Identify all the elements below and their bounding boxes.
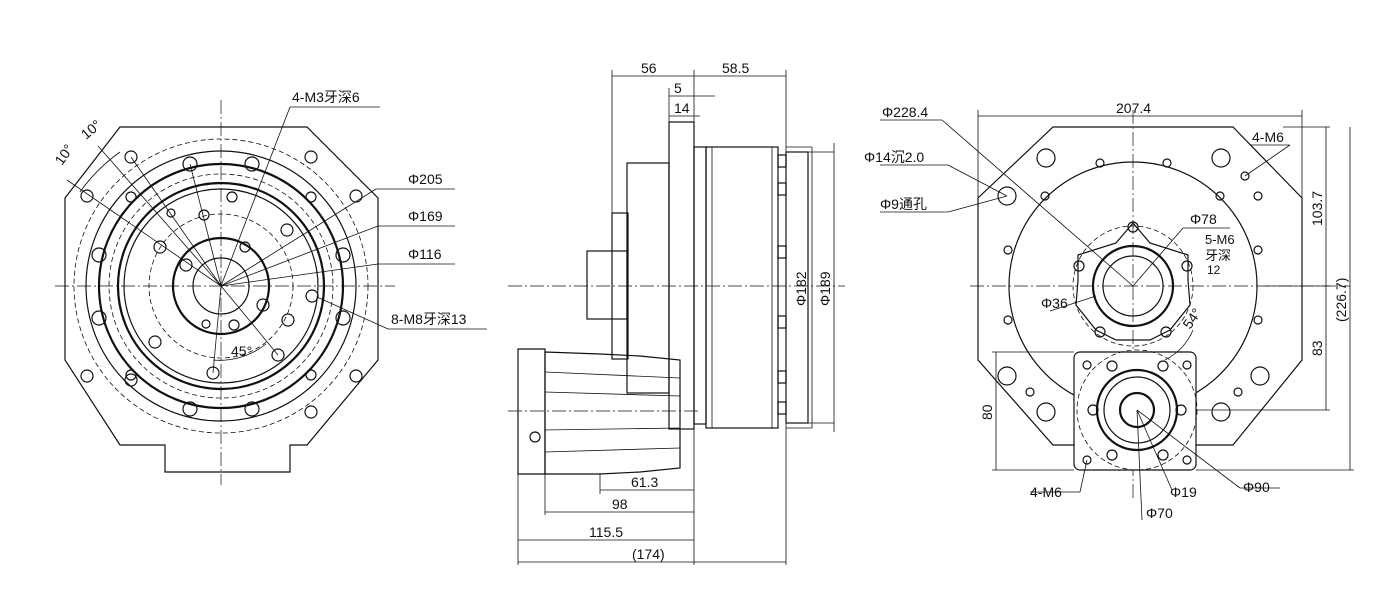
label-dia-78: Φ78 [1190, 211, 1217, 227]
rear-5-lobe-flange [1075, 222, 1191, 341]
label-angle-10a: 10° [51, 141, 76, 168]
side-body [705, 146, 779, 429]
rear-motor-19 [1118, 391, 1156, 429]
label-4-m6-top: 4-M6 [1252, 129, 1284, 145]
label-4-m3-tap: 4-M3牙深6 [292, 89, 360, 105]
label-dim-174: (174) [632, 546, 665, 562]
rear-pcd-78 [1072, 225, 1194, 347]
side-output-flange [611, 212, 629, 360]
label-dia-182: Φ182 [793, 271, 809, 306]
rear-5-m6-holes [1073, 221, 1193, 338]
front-flange-circle [85, 150, 357, 422]
side-output-shaft [586, 250, 628, 320]
front-outer-bolt-holes [80, 150, 363, 419]
label-5-m6: 5-M6 [1205, 232, 1235, 247]
label-dim-61-3: 61.3 [631, 474, 658, 490]
front-view: 4-M3牙深6 10° 10° Φ205 Φ169 Φ116 8-M8牙深13 … [51, 89, 487, 485]
label-dia-228-4: Φ228.4 [882, 104, 928, 120]
front-pcd-116 [148, 213, 294, 359]
label-dim-207-4: 207.4 [1116, 100, 1151, 116]
label-dim-226-7: (226.7) [1333, 278, 1349, 322]
rear-shaft-36 [1102, 255, 1164, 317]
label-dia-90: Φ90 [1243, 479, 1270, 495]
label-dim-56: 56 [641, 60, 657, 76]
front-leaders [66, 106, 487, 374]
front-housing-outline [64, 126, 379, 473]
label-angle-54: 54° [1179, 305, 1204, 332]
label-5-m6-depth-val: 12 [1207, 263, 1221, 277]
label-dia-169: Φ169 [408, 208, 443, 224]
rear-motor-holes [1082, 360, 1192, 465]
side-motor-screw [529, 431, 541, 443]
rear-view: Φ228.4 207.4 Φ14沉2.0 Φ9通孔 4-M6 Φ78 5-M6 … [864, 100, 1354, 521]
side-mount-flange [668, 121, 695, 430]
front-inner-holes [148, 191, 319, 380]
label-dim-58-5: 58.5 [722, 60, 749, 76]
rear-shaft-ring [1091, 244, 1175, 328]
rear-mount-holes [997, 148, 1270, 422]
side-motor-adapter [544, 351, 681, 475]
label-angle-45: 45° [231, 343, 252, 359]
front-mid-bolt-holes [91, 156, 351, 417]
label-dim-115-5: 115.5 [589, 524, 623, 540]
rear-motor-ring [1095, 368, 1179, 452]
label-dim-5: 5 [674, 80, 682, 96]
label-dim-14: 14 [674, 100, 690, 116]
label-5-m6-depth: 牙深 [1205, 248, 1231, 263]
front-bore-outer [171, 236, 271, 336]
side-spacer [693, 146, 707, 425]
front-outer-ring [97, 162, 345, 410]
label-dia-36: Φ36 [1041, 295, 1068, 311]
label-angle-10b: 10° [78, 116, 105, 142]
side-view: 56 58.5 5 14 Φ182 Φ189 61.3 98 115.5 (17… [508, 60, 845, 565]
label-dim-98: 98 [612, 496, 628, 512]
label-dim-83: 83 [1309, 340, 1325, 356]
front-inner-ring [123, 188, 319, 384]
label-dim-103-7: 103.7 [1309, 191, 1325, 226]
side-motor-housing [517, 348, 546, 475]
front-pcd-205 [73, 138, 369, 434]
front-bore-inner [192, 257, 250, 315]
rear-housing-outline [977, 126, 1303, 446]
label-dia-14: Φ14沉2.0 [864, 149, 924, 165]
label-dia-9: Φ9通孔 [880, 196, 927, 212]
label-dia-19: Φ19 [1170, 484, 1197, 500]
label-8-m8-tap: 8-M8牙深13 [391, 311, 467, 327]
front-pcd-169 [108, 173, 334, 399]
label-dia-205: Φ205 [408, 171, 443, 187]
side-motor-ribs [544, 371, 681, 453]
label-dia-70: Φ70 [1146, 505, 1173, 521]
side-dimensions [517, 70, 835, 565]
front-bearing-ring [116, 181, 326, 391]
label-dia-116: Φ116 [408, 246, 442, 262]
rear-motor-70 [1103, 376, 1171, 444]
rear-dimensions [880, 110, 1354, 521]
label-dia-189: Φ189 [817, 271, 833, 306]
label-4-m6-bottom: 4-M6 [1030, 484, 1062, 500]
label-dim-80: 80 [979, 404, 995, 420]
side-bolt-heads [777, 151, 809, 424]
